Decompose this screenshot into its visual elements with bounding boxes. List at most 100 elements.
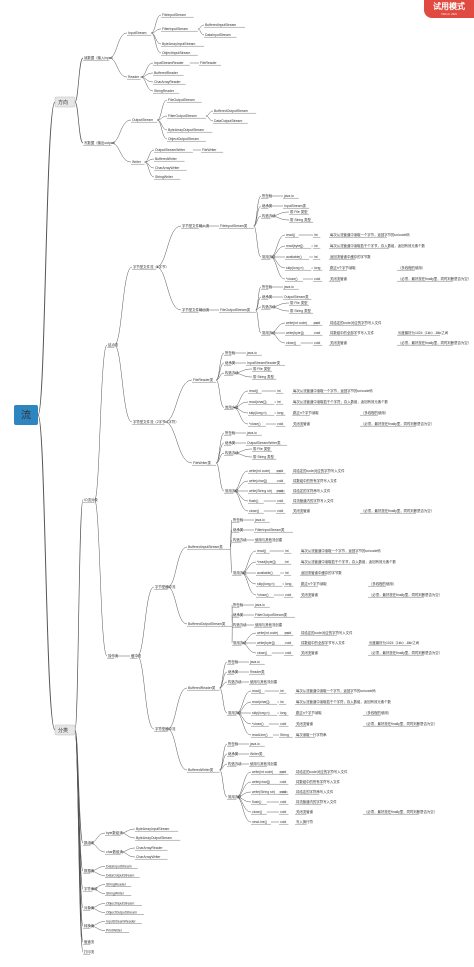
- file-output-stream[interactable]: FileOutputStream: [167, 98, 202, 103]
- method-name[interactable]: read(): [248, 389, 262, 394]
- method-name[interactable]: skip(long n): [251, 711, 278, 716]
- class-node[interactable]: BufferedWriter类: [187, 767, 220, 773]
- method-return-type[interactable]: int: [313, 244, 321, 249]
- method-description[interactable]: 将给定的code对应的字符写入文件: [292, 468, 345, 474]
- class-node[interactable]: FileInputStream类: [219, 223, 254, 229]
- class-row-value[interactable]: Writer类: [249, 751, 265, 757]
- class-row-value[interactable]: java.io: [283, 194, 299, 199]
- method-description[interactable]: 将给定的code对应的字符写入文件: [295, 769, 348, 775]
- byte-array-input-stream[interactable]: ByteArrayInputStream: [161, 42, 205, 47]
- reader-subclass[interactable]: BufferedReader: [153, 71, 184, 76]
- class-row-key[interactable]: 构造方法: [224, 450, 239, 456]
- class-node[interactable]: BufferedInputStream类: [187, 544, 231, 550]
- topic-input[interactable]: 读数据（输入input）: [83, 55, 115, 61]
- convert-streams-item[interactable]: InputStreamReader: [105, 920, 142, 924]
- method-name[interactable]: readLine(): [251, 733, 274, 738]
- class-node[interactable]: BufferedOutputStream类: [187, 621, 233, 627]
- pipe-streams[interactable]: 管道流: [83, 939, 95, 945]
- object-streams-item[interactable]: ObjectOutputStream: [105, 911, 144, 915]
- method-name[interactable]: available(): [256, 571, 281, 576]
- main-topic-direction[interactable]: 方向: [54, 96, 76, 108]
- io-stream-objects[interactable]: IO流对象: [83, 497, 98, 503]
- topic-output[interactable]: 写数据（输出output）: [83, 140, 117, 146]
- method-description[interactable]: 每次从流管道中读取若干个字节，存入数组，返回有效元素个数: [329, 243, 426, 249]
- writer-subclass[interactable]: StringWriter: [154, 175, 181, 180]
- class-row-key[interactable]: 继承类: [227, 751, 239, 757]
- class-row-key[interactable]: 所在包: [224, 430, 236, 436]
- convert-streams[interactable]: 转换流: [83, 923, 95, 929]
- method-description[interactable]: 每次从流管道中读取若干个字符，存入数组，返回有效元素个数: [295, 699, 392, 705]
- method-description[interactable]: 关闭流管道: [300, 592, 319, 598]
- method-return-type[interactable]: int: [313, 233, 321, 238]
- method-return-type[interactable]: void: [313, 331, 323, 336]
- method-return-type[interactable]: void: [276, 489, 286, 494]
- method-name[interactable]: close(): [256, 651, 272, 656]
- method-return-type[interactable]: int: [279, 689, 287, 694]
- method-description[interactable]: 将给定的字符串写入文件: [295, 789, 334, 795]
- class-row-value[interactable]: 使用与其他流创建: [249, 761, 278, 767]
- class-row-value[interactable]: java.io: [254, 603, 270, 608]
- method-description[interactable]: 每次读取一行字符串: [295, 732, 327, 738]
- method-name[interactable]: read(): [256, 549, 270, 554]
- method-description[interactable]: 关闭流管道: [300, 650, 319, 656]
- method-return-type[interactable]: int: [276, 389, 284, 394]
- method-return-type[interactable]: void: [276, 479, 286, 484]
- buffered-input-stream[interactable]: BufferedInputStream: [204, 23, 246, 28]
- method-return-type[interactable]: void: [276, 422, 286, 427]
- char-buffer-streams[interactable]: 字符型缓冲流: [154, 726, 176, 732]
- class-row-key[interactable]: 所在包: [232, 517, 244, 523]
- method-note[interactable]: （必须，最好放在finally里，同时判断是否为空）: [360, 508, 434, 514]
- method-description[interactable]: 返回流管道中缓存的字节数: [300, 570, 342, 576]
- method-note[interactable]: （必须，最好放在finally里，同时判断是否为空）: [397, 340, 471, 346]
- class-row-value[interactable]: Reader类: [249, 669, 265, 675]
- object-input-stream[interactable]: ObjectInputStream: [161, 51, 198, 56]
- method-return-type[interactable]: void: [313, 341, 323, 346]
- method-name[interactable]: skip(long n): [285, 266, 312, 271]
- object-streams[interactable]: 对象流: [83, 905, 95, 911]
- method-return-type[interactable]: int: [284, 549, 292, 554]
- class-row-value[interactable]: java.io: [249, 742, 265, 747]
- method-description[interactable]: 每次从流管道中读取一个字节，返回字节的unicode码: [295, 688, 376, 694]
- method-description[interactable]: 写入换行符: [295, 819, 314, 825]
- method-name[interactable]: newLine(): [251, 820, 271, 825]
- writer-subclass[interactable]: BufferedWriter: [154, 157, 185, 162]
- method-note[interactable]: 长度最好为1024（1kb）-8kb之间: [368, 640, 420, 646]
- class-row-key[interactable]: 继承类: [261, 203, 273, 209]
- class-node[interactable]: BufferedReader类: [187, 685, 220, 691]
- method-note[interactable]: 长度最好为1024（1kb）-8kb之间: [397, 330, 449, 336]
- method-return-type[interactable]: long: [313, 266, 323, 271]
- string-streams-item[interactable]: StringWriter: [105, 892, 132, 896]
- class-node[interactable]: FileOutputStream类: [219, 307, 256, 313]
- class-row-value[interactable]: 使用与其他流创建: [254, 622, 283, 628]
- method-name[interactable]: skip(long n): [248, 411, 275, 416]
- class-row-key[interactable]: 所在包: [224, 350, 236, 356]
- class-row-key[interactable]: 继承类: [227, 669, 239, 675]
- method-return-type[interactable]: void: [276, 499, 286, 504]
- method-description[interactable]: 将数组中的全部字节写入文件: [300, 640, 346, 646]
- method-description[interactable]: 跳过n个字节读取: [292, 410, 319, 416]
- method-note[interactable]: （多线程的使用）: [360, 410, 388, 416]
- method-description[interactable]: 将数组中的所有字符写入文件: [295, 779, 341, 785]
- method-note[interactable]: （必须，最好放在finally里，同时判断是否为空）: [368, 592, 442, 598]
- byte-array-output-stream[interactable]: ByteArrayOutputStream: [167, 128, 213, 133]
- class-row-key[interactable]: 所在包: [227, 659, 239, 665]
- filter-output-stream[interactable]: FilterOutputStream: [167, 114, 206, 119]
- char-array-reader[interactable]: CharArrayReader: [135, 846, 168, 851]
- method-description[interactable]: 跳过n个字节读取: [295, 710, 322, 716]
- class-row-value[interactable]: java.io: [246, 351, 262, 356]
- method-return-type[interactable]: void: [284, 631, 294, 636]
- method-return-type[interactable]: void: [279, 820, 289, 825]
- method-description[interactable]: 关闭流管道: [292, 421, 311, 427]
- method-description[interactable]: 跳过n个字节读取: [300, 581, 327, 587]
- method-name[interactable]: read(): [285, 233, 299, 238]
- method-description[interactable]: 每次从流管道中读取一个字节，返回字节的unicode码: [329, 232, 410, 238]
- char-array-writer[interactable]: CharArrayWriter: [135, 855, 168, 860]
- class-row-key[interactable]: 继承类: [232, 527, 244, 533]
- class-row-key[interactable]: 常用方法: [227, 710, 242, 716]
- method-name[interactable]: read(byte[]): [285, 244, 312, 249]
- method-name[interactable]: read(char[]): [248, 400, 275, 405]
- constructor-option[interactable]: 带 File 类型: [252, 446, 272, 452]
- array-streams[interactable]: 数组流: [83, 840, 95, 846]
- output-stream[interactable]: OutputStream: [131, 118, 158, 123]
- trial-mode-badge[interactable]: 试用模式 XMind: ZEN: [424, 0, 474, 18]
